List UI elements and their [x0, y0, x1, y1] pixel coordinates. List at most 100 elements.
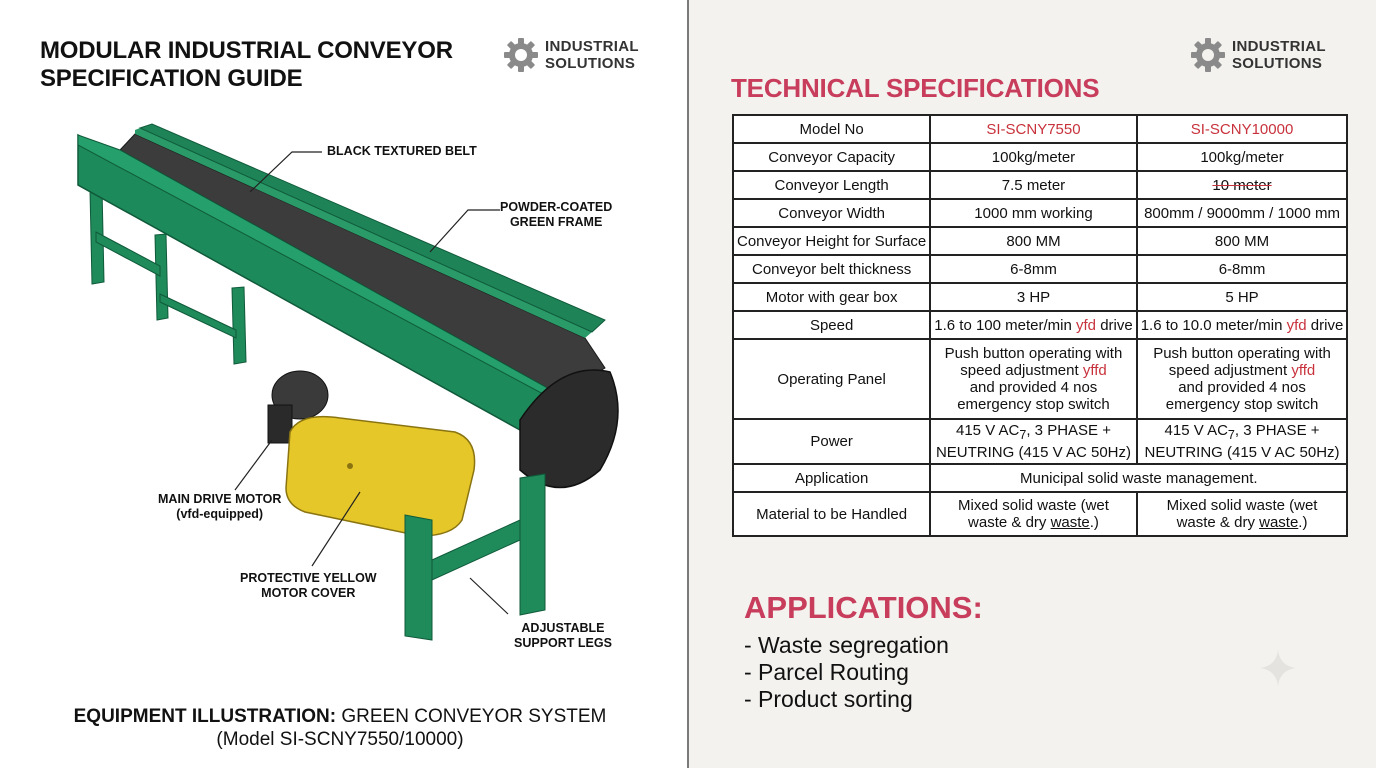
panel-line-2-red: yffd	[1291, 362, 1316, 379]
callout-belt: BLACK TEXTURED BELT	[327, 144, 477, 159]
panel-line-4: emergency stop switch	[957, 396, 1110, 413]
cell-value-struck: 10 meter	[1135, 170, 1349, 200]
table-row: Application Municipal solid waste manage…	[731, 463, 1349, 493]
applications-title: APPLICATIONS:	[744, 590, 983, 625]
model-1-header: SI-SCNY7550	[929, 114, 1138, 144]
panel-line-2-red: yffd	[1082, 362, 1107, 379]
panel-line-1: Push button operating with	[1153, 345, 1331, 362]
row-label: Operating Panel	[731, 338, 932, 420]
brand-line-2: SOLUTIONS	[1232, 55, 1323, 72]
title-line-1: MODULAR INDUSTRIAL CONVEYOR	[40, 37, 453, 64]
cell-value: 800mm / 9000mm / 1000 mm	[1135, 198, 1349, 228]
gear-icon	[504, 38, 538, 72]
speed-suffix: drive	[1306, 316, 1344, 334]
power-sub: 7	[1227, 428, 1235, 442]
panel-line-2: speed adjustment yffd	[1141, 362, 1344, 379]
table-row: Power 415 V AC7, 3 PHASE + NEUTRING (415…	[731, 418, 1349, 465]
motor-cover	[285, 415, 476, 537]
material-suffix: .)	[1298, 514, 1308, 531]
brand-name: INDUSTRIAL SOLUTIONS	[1232, 38, 1326, 72]
model-2-header: SI-SCNY10000	[1135, 114, 1349, 144]
drive-motor	[267, 370, 329, 444]
cell-value: Mixed solid waste (wet waste & dry waste…	[929, 491, 1138, 537]
panel-line-4: emergency stop switch	[1165, 396, 1319, 413]
callout-frame-line-1: POWDER-COATED	[500, 200, 613, 214]
cell-value: 7.5 meter	[929, 170, 1138, 200]
table-row: Speed 1.6 to 100 meter/min yfd drive 1.6…	[731, 310, 1349, 340]
power-sub: 7	[1019, 428, 1027, 442]
brand-logo-right: INDUSTRIAL SOLUTIONS	[1190, 37, 1326, 73]
panel-line-3: and provided 4 nos	[969, 379, 1098, 396]
power-line-2: NEUTRING (415 V AC 50Hz)	[1144, 444, 1340, 461]
title-line-2: SPECIFICATION GUIDE	[40, 65, 303, 92]
caption-bold: EQUIPMENT ILLUSTRATION:	[73, 706, 337, 727]
callout-cover-line-2: MOTOR COVER	[261, 586, 356, 600]
row-label: Conveyor Length	[731, 170, 932, 200]
illustration-caption: EQUIPMENT ILLUSTRATION: GREEN CONVEYOR S…	[40, 705, 640, 751]
speed-drive-type: yfd	[1076, 316, 1097, 334]
cell-value: 6-8mm	[929, 254, 1138, 284]
cell-value: 6-8mm	[1135, 254, 1349, 284]
power-voltage: 415 V AC	[956, 422, 1020, 439]
cell-value: Municipal solid waste management.	[929, 463, 1349, 493]
cell-value: Push button operating with speed adjustm…	[929, 338, 1138, 420]
struck-value: 10 meter	[1212, 176, 1272, 194]
conveyor-belt	[119, 133, 606, 396]
brand-line-2: SOLUTIONS	[545, 55, 636, 72]
power-line-1: 415 V AC7, 3 PHASE +	[934, 422, 1132, 444]
panel-line-2: speed adjustment yffd	[934, 362, 1132, 379]
material-suffix: .)	[1089, 514, 1099, 531]
panel-divider	[687, 0, 689, 768]
material-line-1: Mixed solid waste (wet	[1166, 497, 1318, 514]
list-item: - Product sorting	[744, 686, 913, 712]
cell-value: 415 V AC7, 3 PHASE + NEUTRING (415 V AC …	[929, 418, 1138, 465]
speed-suffix: drive	[1096, 316, 1133, 334]
material-text: waste & dry	[1176, 514, 1260, 531]
row-label: Material to be Handled	[731, 491, 932, 537]
panel-line-2-text: speed adjustment	[960, 362, 1083, 379]
material-underlined: waste	[1050, 514, 1090, 531]
spec-title: TECHNICAL SPECIFICATIONS	[731, 73, 1100, 103]
row-label: Conveyor belt thickness	[731, 254, 932, 284]
table-row: Material to be Handled Mixed solid waste…	[731, 491, 1349, 537]
callout-motor-line-2: (vfd-equipped)	[176, 507, 264, 521]
panel-line-2-text: speed adjustment	[1168, 362, 1292, 379]
callout-cover-line-1: PROTECTIVE YELLOW	[240, 571, 377, 585]
conveyor-far-wall	[138, 123, 606, 333]
callout-legs-line-2: SUPPORT LEGS	[514, 636, 612, 650]
table-row: Conveyor belt thickness 6-8mm 6-8mm	[731, 254, 1349, 284]
cell-value: 800 MM	[1135, 226, 1349, 256]
table-row: Conveyor Height for Surface 800 MM 800 M…	[731, 226, 1349, 256]
row-label: Conveyor Width	[731, 198, 932, 228]
cell-value: 1.6 to 100 meter/min yfd drive	[929, 310, 1138, 340]
cell-value: 415 V AC7, 3 PHASE + NEUTRING (415 V AC …	[1135, 418, 1349, 465]
callout-legs-line-1: ADJUSTABLE	[521, 621, 605, 635]
belt-end-roller	[519, 369, 619, 489]
list-item: - Waste segregation	[744, 632, 949, 658]
panel-line-1: Push button operating with	[944, 345, 1123, 362]
material-line-2: waste & dry waste.)	[934, 514, 1132, 531]
material-line-2: waste & dry waste.)	[1141, 514, 1344, 531]
list-item: - Parcel Routing	[744, 659, 909, 685]
brand-logo-left: INDUSTRIAL SOLUTIONS	[503, 37, 639, 73]
table-row: Operating Panel Push button operating wi…	[731, 338, 1349, 420]
speed-text: 1.6 to 10.0 meter/min	[1140, 316, 1287, 334]
cell-value: Mixed solid waste (wet waste & dry waste…	[1135, 491, 1349, 537]
speed-text: 1.6 to 100 meter/min	[934, 316, 1077, 334]
row-label: Model No	[731, 114, 932, 144]
table-row: Conveyor Length 7.5 meter 10 meter	[731, 170, 1349, 200]
callout-leaders	[234, 151, 509, 615]
applications-list: - Waste segregation - Parcel Routing - P…	[744, 632, 949, 713]
cell-value: 3 HP	[929, 282, 1138, 312]
brand-line-1: INDUSTRIAL	[545, 38, 639, 55]
power-line-1: 415 V AC7, 3 PHASE +	[1141, 422, 1344, 444]
caption-line-2: (Model SI-SCNY7550/10000)	[216, 729, 464, 750]
caption-rest: GREEN CONVEYOR SYSTEM	[336, 706, 607, 727]
callout-motor-line-1: MAIN DRIVE MOTOR	[158, 492, 282, 506]
material-line-1: Mixed solid waste (wet	[958, 497, 1109, 514]
front-legs	[404, 473, 546, 641]
callout-cover: PROTECTIVE YELLOW MOTOR COVER	[240, 571, 377, 601]
cell-value: Push button operating with speed adjustm…	[1135, 338, 1349, 420]
callout-legs: ADJUSTABLE SUPPORT LEGS	[514, 621, 612, 651]
callout-frame-line-2: GREEN FRAME	[509, 215, 603, 229]
